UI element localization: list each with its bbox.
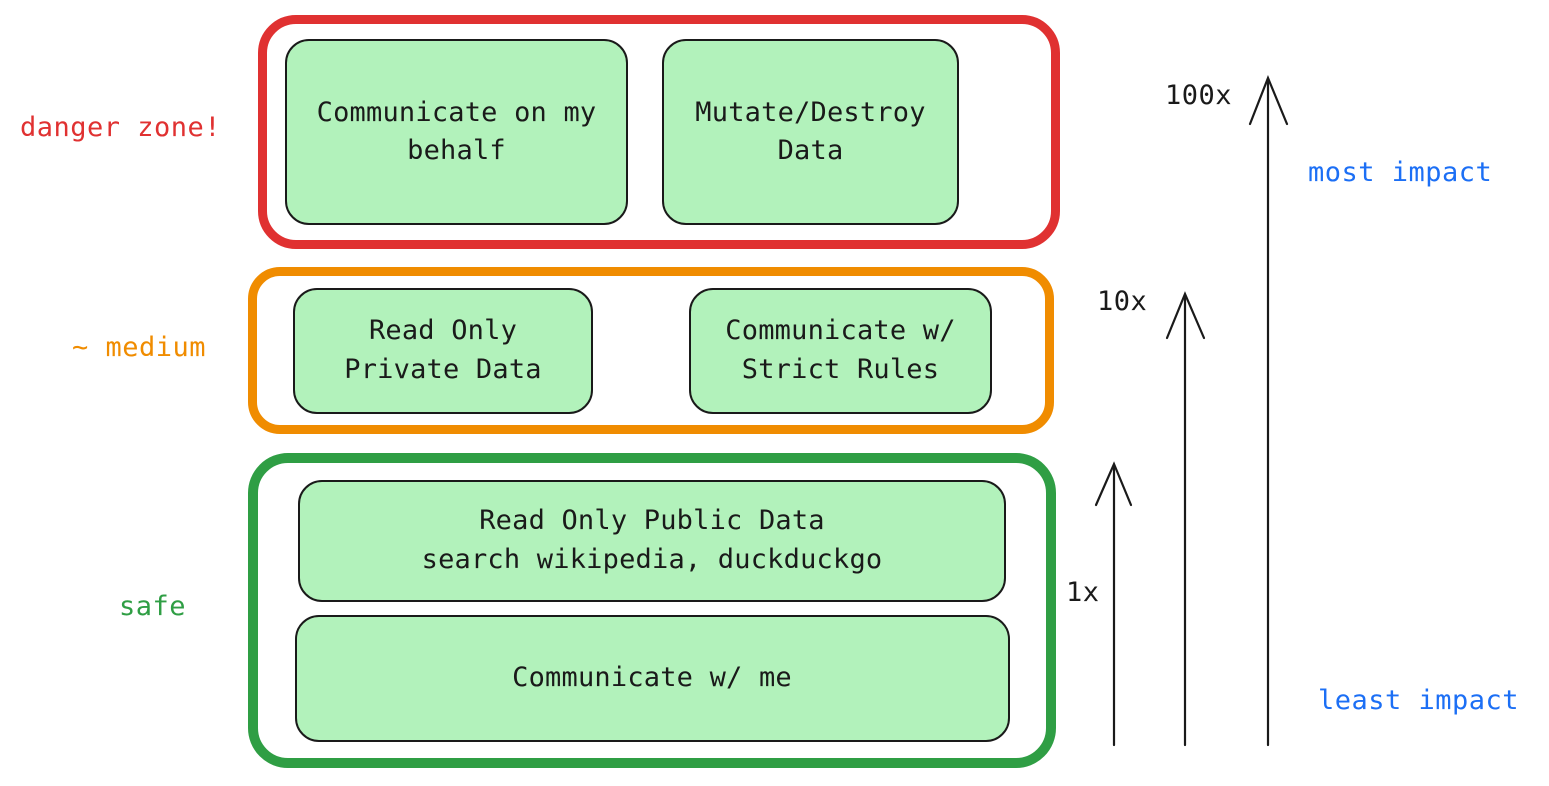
- arrow-1x: [1094, 461, 1133, 747]
- impact-label-least: least impact: [1318, 685, 1520, 716]
- arrow-10x: [1165, 291, 1206, 747]
- scale-label-10x: 10x: [1097, 286, 1148, 317]
- arrow-100x: [1248, 75, 1289, 747]
- scale-label-100x: 100x: [1165, 80, 1233, 111]
- capability-communicate-on-my-behalf[interactable]: Communicate on my behalf: [285, 39, 628, 225]
- zone-medium: Read Only Private Data Communicate w/ St…: [248, 267, 1054, 434]
- zone-label-safe: safe: [119, 591, 187, 622]
- zone-danger: Communicate on my behalf Mutate/Destroy …: [258, 15, 1060, 249]
- scale-label-1x: 1x: [1066, 577, 1100, 608]
- impact-label-most: most impact: [1308, 157, 1493, 188]
- zone-label-medium: ~ medium: [72, 332, 207, 363]
- capability-communicate-with-strict-rules[interactable]: Communicate w/ Strict Rules: [689, 287, 992, 414]
- zone-label-danger: danger zone!: [20, 112, 222, 143]
- capability-read-only-private-data[interactable]: Read Only Private Data: [293, 287, 593, 414]
- capability-read-only-public-data[interactable]: Read Only Public Data search wikipedia, …: [298, 479, 1006, 602]
- capability-mutate-destroy-data[interactable]: Mutate/Destroy Data: [662, 39, 959, 225]
- capability-communicate-with-me[interactable]: Communicate w/ me: [294, 614, 1010, 742]
- zone-safe: Read Only Public Data search wikipedia, …: [248, 453, 1056, 768]
